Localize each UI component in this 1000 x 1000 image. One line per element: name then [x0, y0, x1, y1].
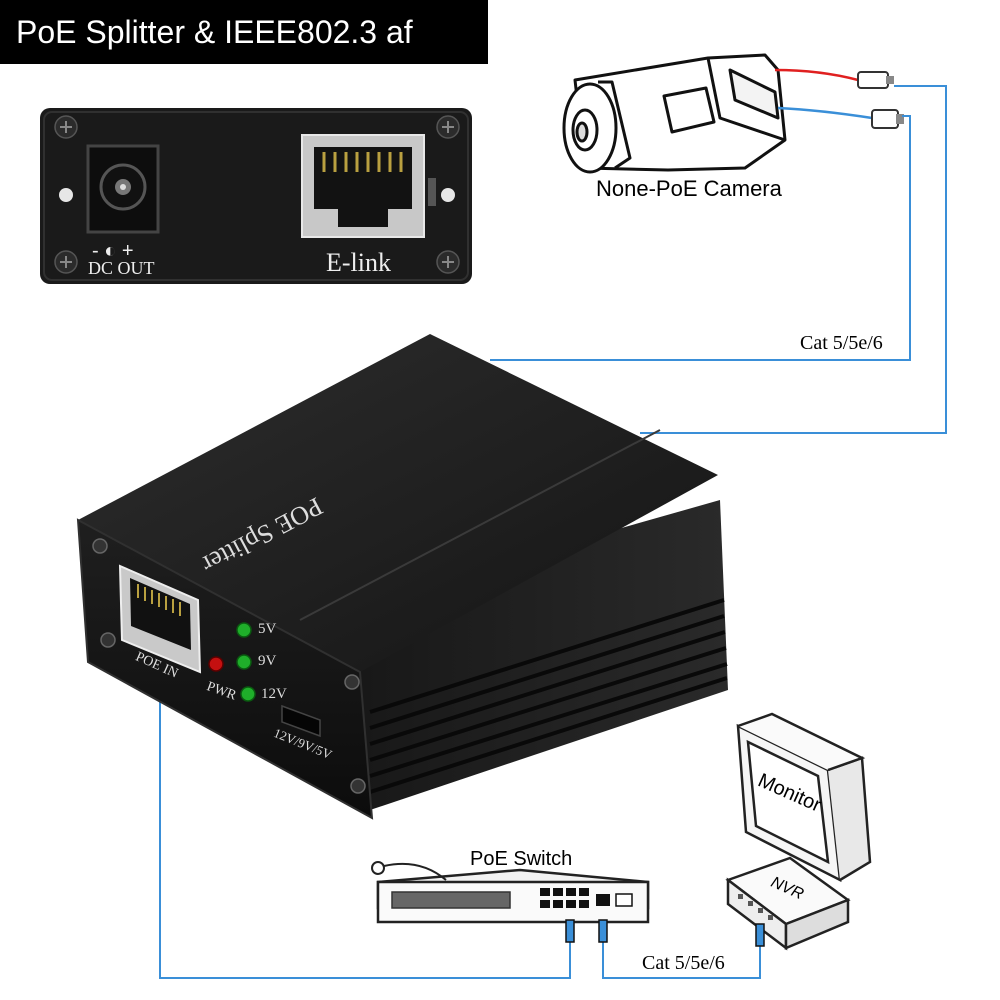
dc-polarity-symbol: - ◐ + [92, 240, 134, 262]
ethernet-connector-icon [871, 109, 904, 129]
led-pwr-icon [208, 656, 224, 672]
poe-in-port-icon [118, 564, 202, 674]
diagram-title: PoE Splitter & IEEE802.3 af [0, 0, 488, 64]
cable-label-top: Cat 5/5e/6 [800, 332, 883, 354]
dc-out-label: DC OUT [88, 258, 155, 278]
poe-splitter-device [76, 334, 728, 820]
camera-label: None-PoE Camera [596, 176, 782, 201]
e-link-label: E-link [326, 248, 391, 277]
monitor-device [736, 712, 872, 883]
led-12v-label: 12V [261, 686, 287, 702]
nvr-device [725, 856, 851, 951]
power-wire [774, 68, 873, 120]
poe-switch-device [371, 861, 650, 943]
led-12v-icon [240, 686, 256, 702]
led-9v-label: 9V [258, 653, 277, 669]
dc-jack-icon [86, 144, 160, 234]
network-cable [159, 85, 947, 979]
camera-icon [562, 53, 787, 174]
poe-switch-label: PoE Switch [470, 848, 573, 870]
led-5v-label: 5V [258, 621, 277, 637]
rj45-port-icon [301, 134, 425, 238]
cable-label-bottom: Cat 5/5e/6 [642, 952, 725, 974]
voltage-switch[interactable] [281, 704, 321, 738]
power-connector-icon [857, 71, 894, 89]
rear-panel [40, 108, 472, 284]
led-5v-icon [236, 622, 252, 638]
led-9v-icon [236, 654, 252, 670]
